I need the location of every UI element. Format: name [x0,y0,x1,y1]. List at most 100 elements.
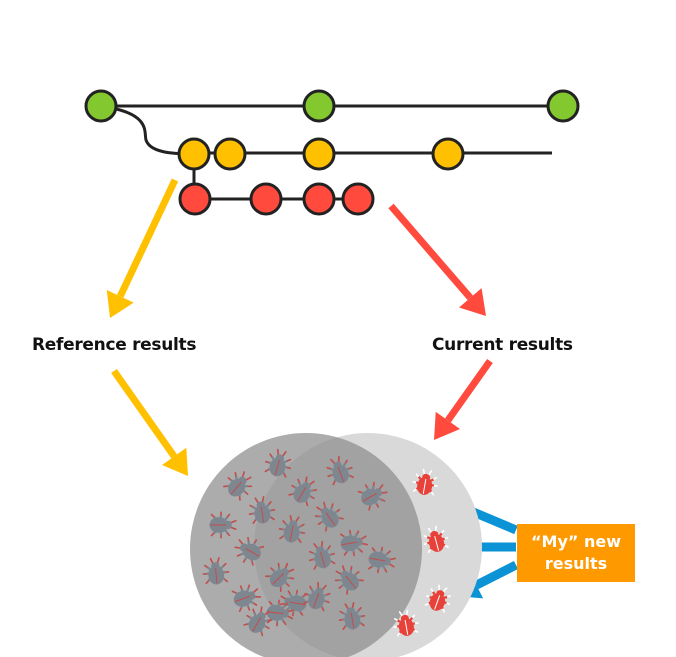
bug-leg-base [246,588,250,592]
bug-leg-base [409,617,414,621]
bug-leg-base [397,619,401,623]
bug-leg [229,519,237,524]
current-results-label: Current results [432,335,573,355]
bug-seam [341,541,358,546]
bug-leg-base [318,515,323,518]
bug-leg [229,526,237,531]
reference-bug-icon [248,495,276,524]
reference-bug-icon [368,546,397,574]
bug-seam [404,619,409,635]
bug-leg-base [356,546,361,551]
bug-leg-base [430,478,434,482]
bug-leg [278,602,287,606]
bug-leg-base [277,566,281,571]
bug-leg-base [371,485,375,490]
reference-results-circle [190,433,422,657]
my-new-results-line1: “My” new [531,532,621,551]
bug-leg-base [280,617,285,623]
bug-leg [289,514,293,523]
reference-bugs [202,448,397,637]
bug-leg-base [312,551,317,556]
reference-bug-icon [288,476,318,507]
bug-leg [378,484,384,491]
bug-seam [312,592,320,609]
bug-seam [272,572,285,585]
bug-leg-base [286,576,291,580]
bug-seam [422,478,427,494]
venn-diagram [190,433,482,657]
bug-seam [369,557,386,562]
bug-leg-base [289,593,293,598]
reference-to-venn-arrow-head [162,447,188,476]
reference-bug-icon [334,565,364,595]
reference-bug-icon [278,514,306,543]
bug-leg [434,525,438,533]
reference-branch-commit-node [302,137,336,171]
bug-leg-base [342,612,347,616]
bug-leg [337,455,340,464]
bug-leg [405,609,409,617]
master-commit-node [84,89,118,123]
new-results-arrow-bottom-shaft [474,560,519,590]
bug-leg [261,495,265,504]
reference-bug-icon [340,529,369,557]
bug-leg [280,595,287,601]
reference-bug-icon [357,481,388,511]
bug-seam [362,492,377,502]
bug-seam [289,601,306,606]
my-new-results-line2: results [544,554,608,573]
bug-leg-base [297,525,302,529]
bug-seam [434,595,441,610]
bug-leg [360,535,367,541]
branch-curve [111,106,195,156]
bug-leg-base [283,459,288,464]
bug-leg [427,527,433,534]
bug-seam [297,487,307,502]
bug-leg [254,497,260,504]
bug-leg-base [384,552,389,557]
bug-leg [287,568,295,573]
bug-leg-base [265,503,270,508]
new-bug-icon [393,609,419,637]
bug-seam [289,525,294,542]
bug-leg [317,581,320,590]
bug-leg-base [426,536,431,540]
bug-seam [434,536,440,551]
bug-leg-base [438,532,443,537]
bug-leg-base [281,604,286,609]
current-down-arrow-shaft [388,203,473,301]
current-down-arrow-head [459,288,486,316]
bug-leg-base [342,462,347,467]
reference-branch-commit-node [177,137,211,171]
reference-to-venn-arrow-shaft [111,368,178,459]
bug-leg [241,471,246,479]
reference-bug-icon [243,606,273,637]
bug-leg-base [224,516,229,521]
bug-seam [215,567,218,584]
bug-leg [252,588,259,594]
bug-leg [209,557,214,565]
bug-leg [341,565,346,573]
bug-leg [335,570,343,575]
reference-bug-icon [265,562,295,592]
bug-leg [398,611,404,618]
bug-leg-base [298,482,302,487]
reference-bug-icon [231,584,262,612]
bug-leg [276,448,280,457]
bug-seam [260,506,265,523]
bug-leg [234,546,242,549]
bug-leg-base [224,529,229,534]
bug-leg [422,468,426,476]
bug-seam [325,512,336,526]
bug-leg-base [252,506,257,510]
bug-leg-base [323,593,327,597]
new-bugs [393,468,451,637]
reference-bug-icon [202,557,230,585]
current-branch-commit-node [341,182,375,216]
bug-leg [316,506,323,512]
bug-leg-base [432,591,436,596]
reference-down-arrow-shaft [117,178,179,298]
bug-leg [427,470,433,477]
reference-bug-icon [308,540,336,570]
